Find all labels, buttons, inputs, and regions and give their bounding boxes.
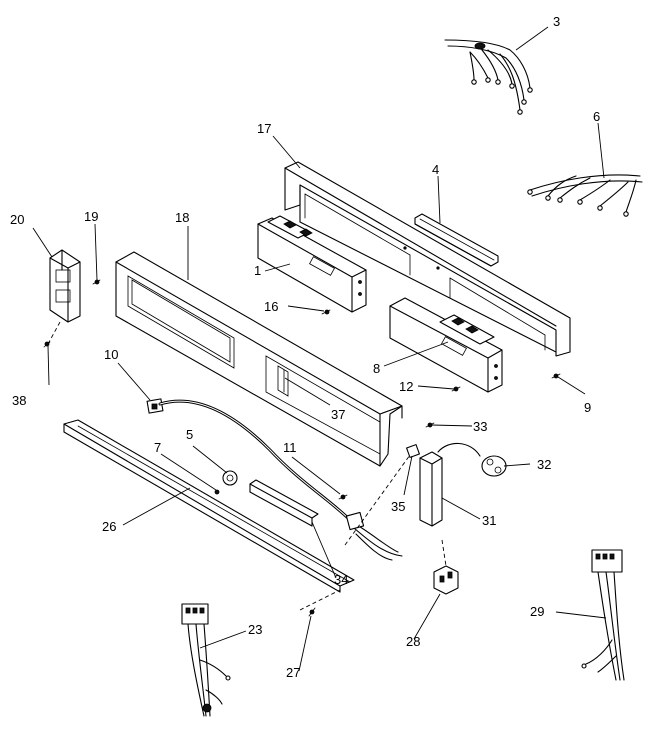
label-26: 26 xyxy=(102,519,116,534)
part-7-clip xyxy=(214,489,220,495)
screw-9 xyxy=(551,373,561,379)
label-9: 9 xyxy=(584,400,591,415)
label-37: 37 xyxy=(331,407,345,422)
part-28-connector xyxy=(433,565,459,595)
harness-10 xyxy=(146,398,403,561)
label-5: 5 xyxy=(186,427,193,442)
label-32: 32 xyxy=(537,457,551,472)
part-32-switch xyxy=(481,455,507,477)
part-1-control-board xyxy=(257,215,367,313)
label-20: 20 xyxy=(10,212,24,227)
part-labels: 3 6 17 4 20 19 18 1 16 8 12 9 38 10 37 3… xyxy=(10,14,600,680)
label-33: 33 xyxy=(473,419,487,434)
screw-16 xyxy=(321,309,331,315)
part-26-bottom-trim xyxy=(63,419,355,593)
label-8: 8 xyxy=(373,361,380,376)
harness-3 xyxy=(444,39,533,115)
part-8-control-board xyxy=(389,297,503,393)
screw-11 xyxy=(338,494,348,500)
part-34-sensor-tube xyxy=(249,479,365,531)
part-5-grommet xyxy=(222,470,238,486)
label-12: 12 xyxy=(399,379,413,394)
part-20-bracket xyxy=(49,249,81,323)
label-1: 1 xyxy=(254,263,261,278)
label-34: 34 xyxy=(334,572,348,587)
label-16: 16 xyxy=(264,299,278,314)
part-31-bracket xyxy=(419,442,481,527)
label-17: 17 xyxy=(257,121,271,136)
label-31: 31 xyxy=(482,513,496,528)
label-6: 6 xyxy=(593,109,600,124)
part-4-trim-strip xyxy=(414,213,499,267)
harness-23 xyxy=(181,603,231,717)
label-19: 19 xyxy=(84,209,98,224)
screw-27 xyxy=(308,607,316,617)
screw-19 xyxy=(92,279,101,285)
label-35: 35 xyxy=(391,499,405,514)
label-29: 29 xyxy=(530,604,544,619)
label-4: 4 xyxy=(432,162,439,177)
label-23: 23 xyxy=(248,622,262,637)
label-18: 18 xyxy=(175,210,189,225)
label-27: 27 xyxy=(286,665,300,680)
leader-lines xyxy=(32,26,607,672)
harness-6 xyxy=(527,174,643,217)
label-11: 11 xyxy=(283,440,297,455)
label-7: 7 xyxy=(154,440,161,455)
part-17-rear-channel xyxy=(284,161,571,357)
label-3: 3 xyxy=(553,14,560,29)
part-18-front-panel xyxy=(115,251,403,467)
assembly-dashed-lines xyxy=(47,321,447,611)
part-35-connector xyxy=(406,444,420,458)
harness-29 xyxy=(581,549,625,681)
label-28: 28 xyxy=(406,634,420,649)
label-10: 10 xyxy=(104,347,118,362)
label-38: 38 xyxy=(12,393,26,408)
screw-33 xyxy=(425,422,435,428)
